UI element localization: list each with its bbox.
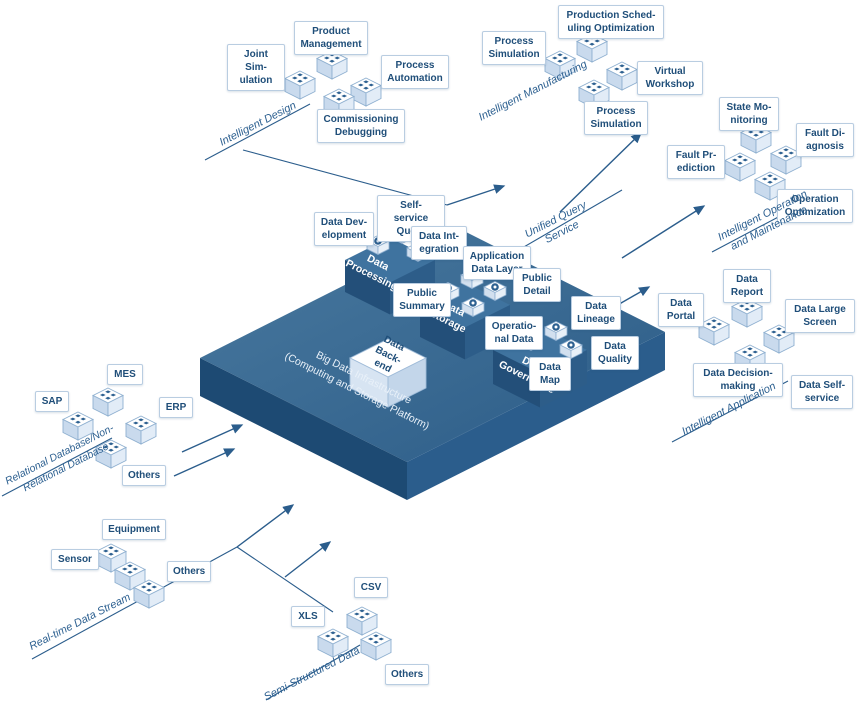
callout-process-simulation-a: Process Simulation — [482, 31, 546, 65]
callout-others-semi: Others — [385, 664, 429, 685]
arrow-realtime — [236, 504, 295, 548]
semi-leader-line — [265, 644, 361, 701]
callout-data-decision-making: Data Decision- making — [693, 363, 783, 397]
callout-public-detail: Public Detail — [513, 268, 561, 302]
callout-data-development: Data Dev- elopment — [314, 212, 374, 246]
cube-icon — [346, 606, 378, 636]
arrow-to-design — [446, 184, 506, 206]
flow-arrows — [173, 132, 706, 578]
callout-fault-prediction: Fault Pr- ediction — [667, 145, 725, 179]
callout-equipment: Equipment — [102, 519, 166, 540]
callout-state-monitoring: State Mo- nitoring — [719, 97, 779, 131]
cube-icon — [350, 77, 382, 107]
callout-data-report: Data Report — [723, 269, 771, 303]
callout-sensor: Sensor — [51, 549, 99, 570]
cube-icon — [724, 152, 756, 182]
callout-mes: MES — [107, 364, 143, 385]
arrow-to-operation — [621, 205, 706, 259]
callout-data-map: Data Map — [529, 357, 571, 391]
cube-icon — [606, 61, 638, 91]
relational-leader-line — [1, 437, 113, 497]
callout-data-self-service: Data Self- service — [791, 375, 853, 409]
callout-product-management: Product Management — [294, 21, 368, 55]
callout-fault-diagnosis: Fault Di- agnosis — [796, 123, 854, 157]
callout-public-summary: Public Summary — [393, 283, 451, 317]
arrow-semi — [284, 541, 332, 578]
callout-process-automation: Process Automation — [381, 55, 449, 89]
callout-production-scheduling: Production Sched- uling Optimization — [558, 5, 664, 39]
callout-joint-simulation: Joint Sim- ulation — [227, 44, 285, 91]
callout-sap: SAP — [35, 391, 69, 412]
callout-data-lineage: Data Lineage — [571, 296, 621, 330]
callout-operational-data: Operatio- nal Data — [485, 316, 543, 350]
callout-xls: XLS — [291, 606, 325, 627]
callout-process-simulation-b: Process Simulation — [584, 101, 648, 135]
callout-others-relational: Others — [122, 465, 166, 486]
callout-data-quality: Data Quality — [591, 336, 639, 370]
callout-virtual-workshop: Virtual Workshop — [637, 61, 703, 95]
arrow-relational-2 — [173, 448, 236, 477]
cube-icon — [92, 387, 124, 417]
callout-erp: ERP — [159, 397, 193, 418]
arrow-relational-1 — [181, 424, 244, 453]
callout-commissioning-debugging: Commissioning Debugging — [317, 109, 405, 143]
callout-data-large-screen: Data Large Screen — [785, 299, 855, 333]
data-backend-block — [348, 338, 428, 408]
design-leader-line — [204, 103, 311, 161]
cube-icon — [731, 298, 763, 328]
callout-operation-optimization: Operation Optimization — [777, 189, 853, 223]
cube-icon — [316, 50, 348, 80]
semi-branch-line — [236, 546, 334, 613]
callout-others-realtime: Others — [167, 561, 211, 582]
arrow-to-manufacturing — [559, 132, 643, 213]
callout-data-portal: Data Portal — [658, 293, 704, 327]
callout-csv: CSV — [354, 577, 388, 598]
callout-data-integration: Data Int- egration — [411, 226, 467, 260]
